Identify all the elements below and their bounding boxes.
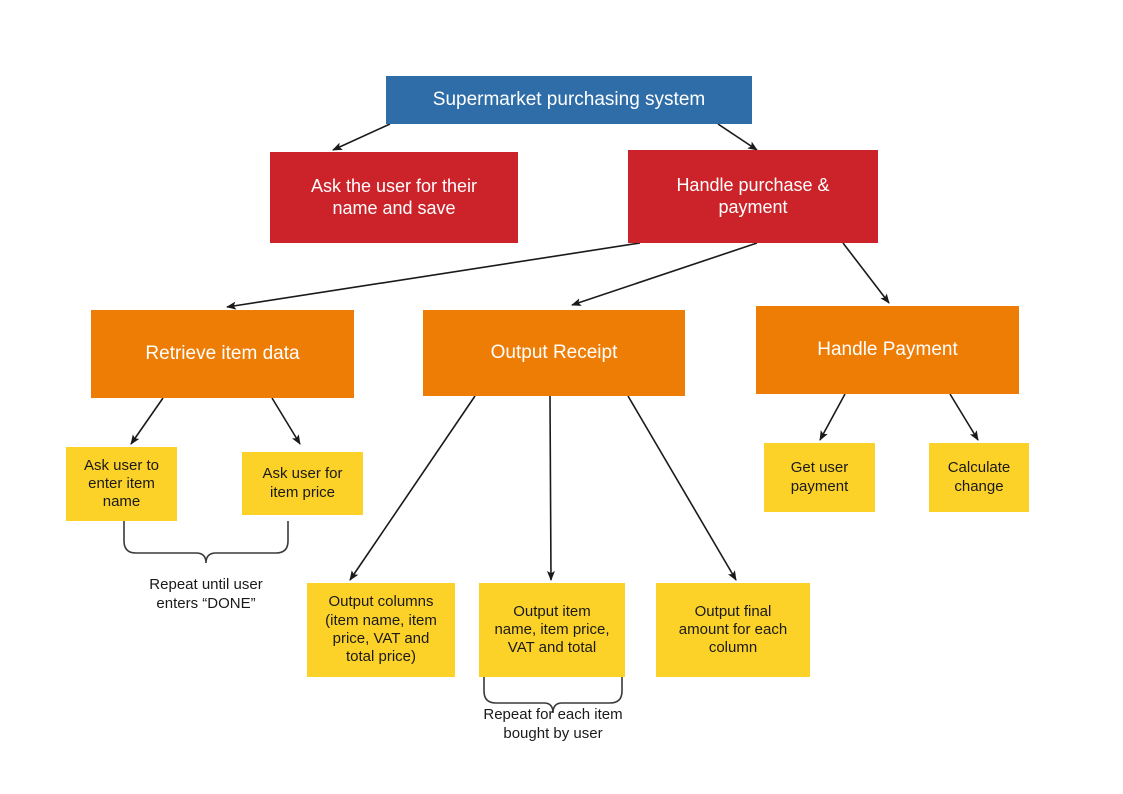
edge-retrieve-to-ask-item-name [130,397,164,445]
node-get-user-payment[interactable]: Get user payment [764,443,875,512]
edge-handle-purchase-to-output-receipt [571,242,758,306]
edge-output-receipt-to-output-item-line [546,395,555,581]
node-handle-payment[interactable]: Handle Payment [756,306,1019,394]
node-output-final-amount[interactable]: Output final amount for each column [656,583,810,677]
caption-repeat-each-item: Repeat for each item bought by user [483,706,623,742]
edge-handle-purchase-to-handle-payment [842,242,890,304]
node-root-label: Supermarket purchasing system [432,89,706,111]
node-ask-user-to-enter-item-name[interactable]: Ask user to enter item name [66,447,177,521]
node-get-user-payment-label: Get user payment [790,459,849,495]
node-retrieve-item-data[interactable]: Retrieve item data [91,310,354,398]
brace-repeat-until-done [123,521,289,564]
node-output-item-line-label: Output item name, item price, VAT and to… [494,602,610,657]
node-ask-item-price-label: Ask user for item price [262,465,343,501]
node-output-receipt[interactable]: Output Receipt [423,310,685,396]
node-ask-name-label: Ask the user for their name and save [310,175,478,218]
node-ask-the-user-for-their-name-and-save[interactable]: Ask the user for their name and save [270,152,518,243]
node-retrieve-item-data-label: Retrieve item data [145,343,300,365]
node-handle-purchase-and-payment[interactable]: Handle purchase & payment [628,150,878,243]
node-calculate-change-label: Calculate change [947,459,1011,495]
node-handle-purchase-label: Handle purchase & payment [676,174,830,217]
node-output-receipt-label: Output Receipt [490,342,618,364]
node-root[interactable]: Supermarket purchasing system [386,76,752,124]
edge-handle-purchase-to-retrieve [226,242,641,310]
node-ask-user-for-item-price[interactable]: Ask user for item price [242,452,363,515]
edge-root-to-handle-purchase [717,123,758,151]
edge-output-receipt-to-output-columns [349,395,476,581]
edge-handle-payment-to-calculate-change [949,393,979,441]
node-output-final-amount-label: Output final amount for each column [678,602,788,657]
edge-handle-payment-to-get-user-payment [819,393,846,441]
node-calculate-change[interactable]: Calculate change [929,443,1029,512]
node-handle-payment-label: Handle Payment [817,339,958,361]
node-ask-item-name-label: Ask user to enter item name [83,456,160,511]
node-output-columns-label: Output columns (item name, item price, V… [325,593,437,666]
node-output-item-line[interactable]: Output item name, item price, VAT and to… [479,583,625,677]
edge-retrieve-to-ask-item-price [271,397,301,445]
caption-repeat-until-done: Repeat until user enters “DONE” [149,576,263,612]
node-output-columns[interactable]: Output columns (item name, item price, V… [307,583,455,677]
edge-output-receipt-to-output-final-amount [627,395,737,581]
edge-root-to-ask-name [332,123,391,151]
